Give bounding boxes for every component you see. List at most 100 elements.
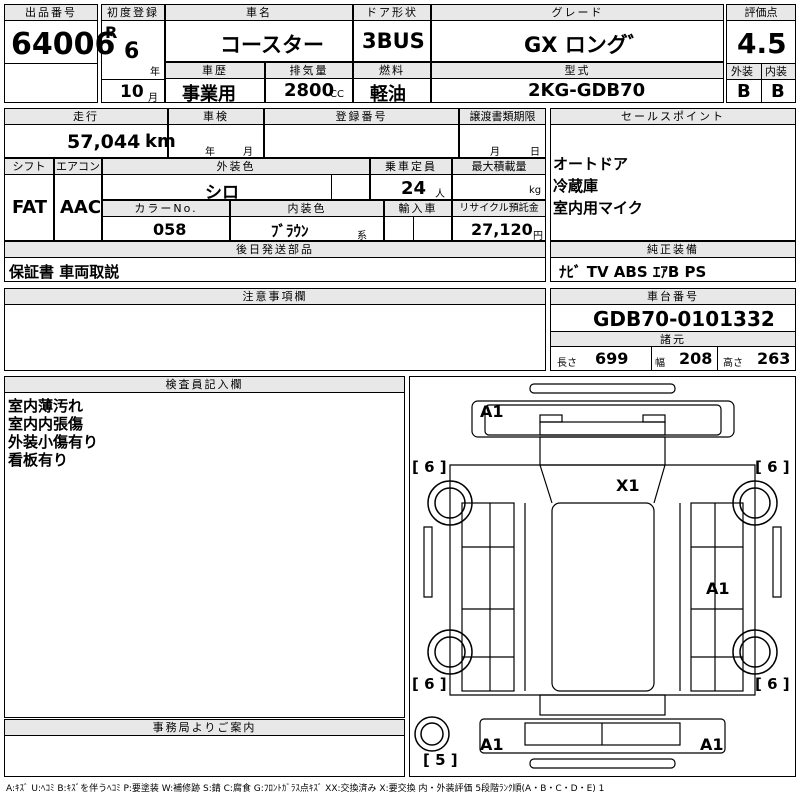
color-no-box: カラーNo. 058 <box>102 200 230 241</box>
chassis-header: 車台番号 <box>551 289 795 305</box>
sales-point-2: 冷蔵庫 <box>553 177 599 195</box>
grade: GX ロングﾞ <box>524 33 639 57</box>
transfer-month-unit: 月 <box>490 147 500 158</box>
displacement-box: 排気量 2800 CC <box>265 62 353 103</box>
interior-label: 内装 <box>765 65 787 78</box>
tire-mark-rear-right: [ 6 ] <box>755 675 790 693</box>
tire-mark-front-left: [ 6 ] <box>412 458 447 476</box>
fuel-box: 燃料 軽油 <box>353 62 431 105</box>
mark-front-left: A1 <box>480 402 504 421</box>
int-color-box: 内装色 ﾌﾞﾗｳﾝ 系 <box>230 200 384 242</box>
vehicle-diagram-box: A1 X1 A1 A1 A1 [ 6 ] [ 6 ] [ 6 ] [ 6 ] [… <box>409 376 796 777</box>
tire-rear-left <box>427 629 473 675</box>
inspection-box: 車検 年 月 <box>168 108 264 158</box>
person-unit: 人 <box>435 189 445 200</box>
int-color: ﾌﾞﾗｳﾝ <box>271 222 309 240</box>
ext-color: シロ <box>205 183 239 203</box>
specs-header: 諸元 <box>551 331 795 347</box>
model-code-box: 型式 2KG-GDB70 <box>431 62 724 103</box>
cc-unit: CC <box>330 89 344 100</box>
era-mark: R <box>105 23 118 42</box>
later-items-header: 後日発送部品 <box>5 242 545 258</box>
tire-mark-front-right: [ 6 ] <box>755 458 790 476</box>
aircon: AAC <box>60 197 102 218</box>
reg-month: 10 <box>120 82 144 102</box>
max-load-box: 最大積載量 kg <box>452 158 546 200</box>
mark-roof: X1 <box>616 476 640 495</box>
mark-rear-right: A1 <box>700 735 724 754</box>
car-name-header: 車名 <box>166 5 352 21</box>
width: 208 <box>679 349 713 368</box>
car-name: コースター <box>220 33 324 57</box>
tire-front-right <box>732 480 778 526</box>
inspector-note-2: 室内内張傷 <box>8 415 84 433</box>
height: 263 <box>757 349 791 368</box>
score-header: 評価点 <box>727 5 795 21</box>
office-header: 事務局よりご案内 <box>5 720 404 736</box>
later-items-box: 後日発送部品 保証書 車両取説 <box>4 241 546 282</box>
rear-window <box>539 694 666 716</box>
left-side-panel <box>461 502 515 692</box>
capacity-header: 乗車定員 <box>371 159 451 175</box>
first-registration-box: 初度登録 R 6 年 10 月 <box>101 4 165 104</box>
transfer-box: 譲渡書類期限 月 日 <box>459 108 546 158</box>
exterior-label: 外装 <box>731 65 753 78</box>
interior-grade: B <box>771 81 785 102</box>
mileage-header: 走行 <box>5 109 167 125</box>
month-unit: 月 <box>148 93 158 104</box>
reg-no-box: 登録番号 <box>264 108 459 158</box>
tire-mark-rear-left: [ 6 ] <box>412 675 447 693</box>
notes-box: 注意事項欄 <box>4 288 546 371</box>
length-label: 長さ <box>557 358 577 369</box>
chassis-box: 車台番号 GDB70-0101332 諸元 長さ 699 幅 208 高さ 26… <box>550 288 796 371</box>
recycle: 27,120 <box>471 220 533 239</box>
inspection-header: 車検 <box>169 109 263 125</box>
fuel: 軽油 <box>370 84 406 105</box>
door-type: 3BUS <box>362 29 425 53</box>
transfer-header: 譲渡書類期限 <box>460 109 545 125</box>
sales-point-box: セールスポイント オートドア 冷蔵庫 室内用マイク <box>550 108 796 241</box>
shift-box: シフト FAT <box>4 158 54 241</box>
bus-diagram <box>414 383 782 769</box>
score: 4.5 <box>737 27 787 60</box>
score-box: 評価点 4.5 外装 内装 B B <box>726 4 796 103</box>
history-box: 車歴 事業用 <box>165 62 265 105</box>
grade-box: グレード GX ロングﾞ <box>431 4 724 62</box>
body-outline <box>449 464 756 696</box>
sales-point-3: 室内用マイク <box>553 199 643 217</box>
inspector-note-1: 室内薄汚れ <box>8 397 84 415</box>
import-box: 輸入車 <box>384 200 452 241</box>
reg-year: 6 <box>124 39 140 64</box>
grade-header: グレード <box>432 5 723 21</box>
inspection-month-unit: 月 <box>243 147 253 158</box>
max-load-header: 最大積載量 <box>453 159 545 175</box>
kei-unit: 系 <box>357 231 367 242</box>
right-side-panel <box>690 502 744 692</box>
color-no-header: カラーNo. <box>103 201 229 217</box>
lot-number-header: 出品番号 <box>5 5 97 21</box>
tire-mark-spare: [ 5 ] <box>423 751 458 769</box>
recycle-header: リサイクル預託金 <box>453 201 545 217</box>
shift-header: シフト <box>5 159 53 175</box>
lot-number-box: 出品番号 64006 <box>4 4 115 103</box>
car-name-box: 車名 コースター <box>165 4 353 62</box>
office-box: 事務局よりご案内 <box>4 719 405 777</box>
kg-unit: kg <box>529 185 542 196</box>
mileage: 57,044 <box>67 131 141 153</box>
tire-spare <box>414 716 450 752</box>
shift: FAT <box>12 197 48 218</box>
damage-legend: A:ｷｽﾞ U:ﾍｺﾐ B:ｷｽﾞを伴うﾍｺﾐ P:要塗装 W:補修跡 S:錆 … <box>6 784 605 794</box>
door-header: ドア形状 <box>354 5 430 21</box>
aircon-header: エアコン <box>55 159 101 175</box>
rear-view-body <box>479 718 726 754</box>
height-label: 高さ <box>723 358 743 369</box>
door-box: ドア形状 3BUS <box>353 4 431 62</box>
reg-no-header: 登録番号 <box>265 109 458 125</box>
displacement-header: 排気量 <box>266 63 352 79</box>
tire-rear-right <box>732 629 778 675</box>
yen-unit: 円 <box>533 231 543 242</box>
front-grille <box>539 421 666 436</box>
color-no: 058 <box>153 220 187 239</box>
mark-right-side: A1 <box>706 579 730 598</box>
sales-point-1: オートドア <box>553 155 629 173</box>
